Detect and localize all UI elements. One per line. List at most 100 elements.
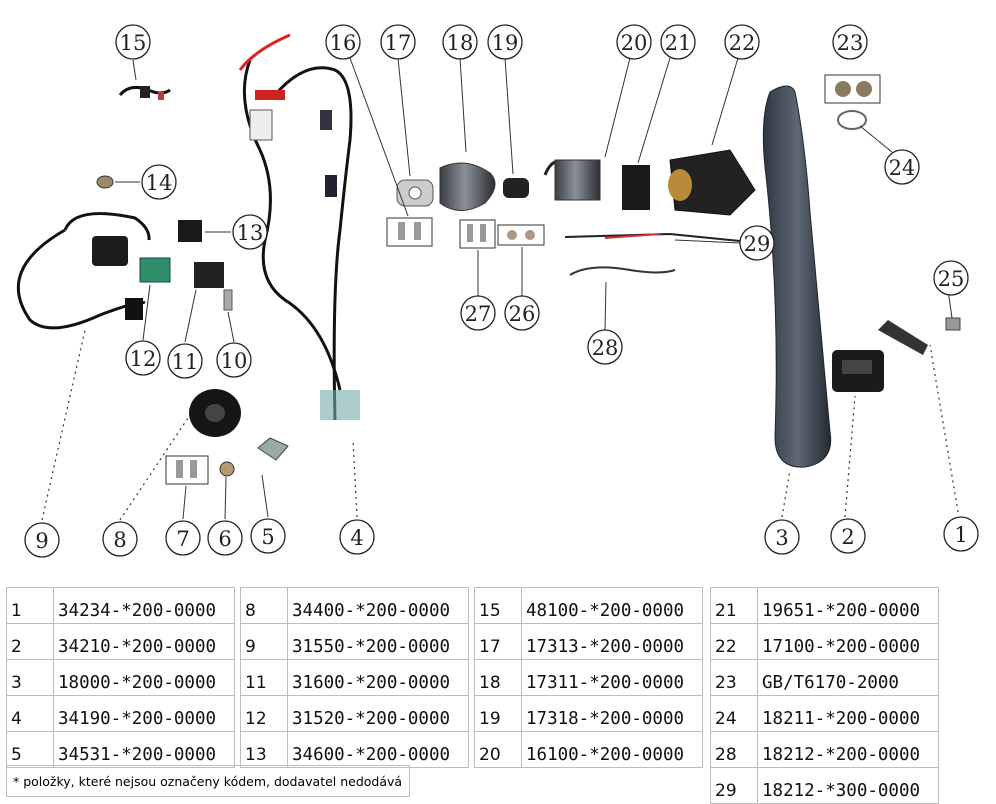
callout-28: 28 <box>587 329 623 365</box>
part-14-washer <box>96 175 114 189</box>
part-26-nuts <box>497 224 545 246</box>
part-number: 28 <box>710 731 758 768</box>
callout-4: 4 <box>339 519 375 555</box>
callout-29: 29 <box>739 225 775 261</box>
part-7-bolts <box>165 455 209 485</box>
callout-16: 16 <box>325 24 361 60</box>
part-code: 19651-*200-0000 <box>757 587 939 624</box>
callout-18: 18 <box>442 24 478 60</box>
svg-text:17: 17 <box>385 31 412 55</box>
part-code: 17313-*200-0000 <box>521 623 703 660</box>
callout-2: 2 <box>830 518 866 554</box>
part-number: 19 <box>474 695 522 732</box>
part-number: 23 <box>710 659 758 696</box>
callout-26: 26 <box>504 295 540 331</box>
part-code: 34234-*200-0000 <box>53 587 235 624</box>
part-code: 31550-*200-0000 <box>287 623 469 660</box>
part-number: 18 <box>474 659 522 696</box>
part-3-exhaust <box>762 85 832 468</box>
part-19-gasket <box>503 178 529 198</box>
svg-text:24: 24 <box>889 156 916 180</box>
exploded-parts-diagram: 1234567891011121314151617181920212223242… <box>16 24 979 558</box>
svg-text:12: 12 <box>130 347 157 371</box>
part-code: 31520-*200-0000 <box>287 695 469 732</box>
part-5-bracket <box>257 437 289 461</box>
callout-5: 5 <box>250 518 286 554</box>
part-27-bolts <box>459 219 496 249</box>
part-8-horn <box>189 389 241 437</box>
part-23-nuts <box>824 74 881 104</box>
callout-22: 22 <box>724 24 760 60</box>
part-2-regulator-box <box>832 350 884 392</box>
part-number: 2 <box>6 623 54 660</box>
part-18-intake-manifold <box>439 162 496 211</box>
part-20-carburetor <box>543 159 601 201</box>
part-code: 17100-*200-0000 <box>757 623 939 660</box>
callout-14: 14 <box>141 164 177 200</box>
part-4-wiring-harness <box>238 33 360 421</box>
part-number: 12 <box>240 695 288 732</box>
svg-text:11: 11 <box>172 350 199 374</box>
callout-21: 21 <box>660 24 696 60</box>
svg-text:26: 26 <box>509 302 536 326</box>
part-24-gasket-ring <box>837 110 867 130</box>
part-code: 48100-*200-0000 <box>521 587 703 624</box>
callout-6: 6 <box>207 520 243 556</box>
part-number: 3 <box>6 659 54 696</box>
svg-text:18: 18 <box>447 31 474 55</box>
part-28-cable <box>569 266 676 276</box>
part-17-gasket <box>396 179 434 207</box>
callout-1: 1 <box>943 516 979 552</box>
callout-24: 24 <box>884 149 920 185</box>
part-number: 5 <box>6 731 54 768</box>
part-code: 34600-*200-0000 <box>287 731 469 768</box>
svg-text:2: 2 <box>841 525 854 549</box>
svg-text:20: 20 <box>621 31 648 55</box>
svg-text:9: 9 <box>35 529 48 553</box>
part-9-ignition-coil <box>16 212 151 330</box>
svg-text:6: 6 <box>218 527 231 551</box>
part-number: 1 <box>6 587 54 624</box>
part-code: 34400-*200-0000 <box>287 587 469 624</box>
part-code: 18211-*200-0000 <box>757 695 939 732</box>
svg-text:19: 19 <box>492 31 519 55</box>
part-number: 22 <box>710 623 758 660</box>
callout-7: 7 <box>165 520 201 556</box>
svg-text:22: 22 <box>729 31 756 55</box>
part-code: 17318-*200-0000 <box>521 695 703 732</box>
svg-text:25: 25 <box>938 267 965 291</box>
part-1-bracket <box>878 320 928 355</box>
part-code: 18212-*200-0000 <box>757 731 939 768</box>
callout-12: 12 <box>125 340 161 376</box>
callout-11: 11 <box>167 343 203 379</box>
part-code: 17311-*200-0000 <box>521 659 703 696</box>
part-22-air-filter <box>668 149 756 216</box>
svg-text:21: 21 <box>665 31 692 55</box>
part-10-bolt <box>223 289 233 311</box>
part-number: 24 <box>710 695 758 732</box>
part-25-bolt <box>945 317 961 331</box>
part-number: 11 <box>240 659 288 696</box>
leader-lines <box>41 57 959 521</box>
callout-17: 17 <box>380 24 416 60</box>
